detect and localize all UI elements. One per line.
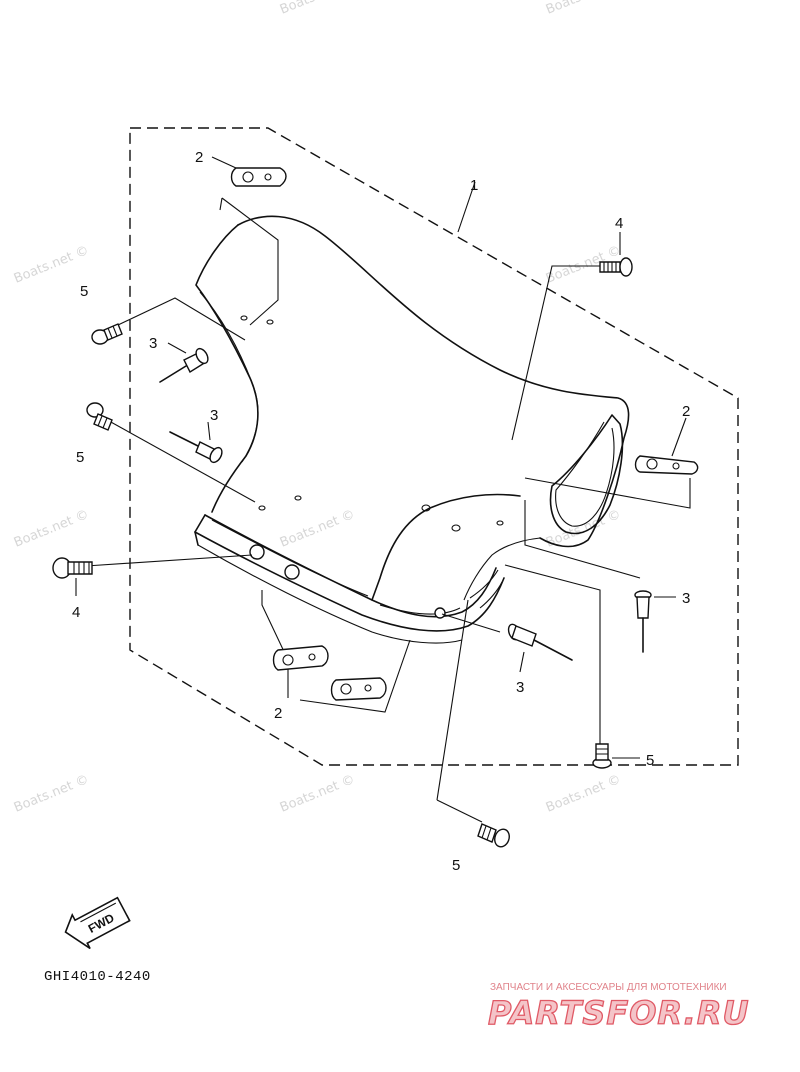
watermark: Boats.net ©: [12, 243, 91, 287]
rivet-right: [634, 590, 652, 653]
drawing-id: GHI4010-4240: [44, 969, 151, 985]
rivet-mid-left: [169, 431, 223, 464]
brand-watermark: ЗАПЧАСТИ И АКСЕССУАРЫ ДЛЯ МОТОТЕХНИКИ PA…: [487, 982, 749, 1033]
assembly-boundary: [129, 127, 739, 766]
watermark: Boats.net ©: [544, 772, 623, 816]
fastener-parts: [52, 167, 699, 848]
leader-lines: [75, 156, 691, 823]
fwd-arrow-icon: FWD: [64, 896, 131, 950]
watermarks: Boats.net © Boats.net © Boats.net © Boat…: [12, 0, 623, 816]
brand-tagline: ЗАПЧАСТИ И АКСЕССУАРЫ ДЛЯ МОТОТЕХНИКИ: [490, 982, 727, 993]
rivet-top-left: [159, 347, 209, 383]
screw-top-left: [91, 323, 123, 345]
callout-2-right: 2: [682, 403, 690, 420]
callout-3-mid-left: 3: [210, 407, 218, 424]
watermark: Boats.net ©: [278, 507, 357, 551]
callout-2-top: 2: [195, 149, 203, 166]
callout-4-left: 4: [72, 604, 80, 621]
callout-5-mid-left: 5: [76, 449, 84, 466]
callouts: 1 2 4 5 3 3 2 5 3 4 3 2 5 5: [72, 149, 690, 874]
plate-nut-bottom-right: [330, 677, 387, 701]
bolt-top-right: [599, 257, 633, 277]
plate-nut-right: [634, 455, 699, 475]
callout-5-bottom: 5: [452, 857, 460, 874]
callout-3-top-left: 3: [149, 335, 157, 352]
callout-5-bottom-right: 5: [646, 752, 654, 769]
callout-3-right: 3: [682, 590, 690, 607]
watermark: Boats.net ©: [12, 772, 91, 816]
watermark: Boats.net ©: [12, 507, 91, 551]
plate-nut-top: [230, 167, 287, 187]
callout-5-top-left: 5: [80, 283, 88, 300]
brand-logo: PARTSFOR.RU: [488, 994, 749, 1032]
cover-part-1: [194, 215, 630, 644]
plate-nut-bottom-left: [272, 645, 329, 671]
callout-3-bottom-right: 3: [516, 679, 524, 696]
watermark: Boats.net ©: [544, 0, 623, 18]
callout-4-top-right: 4: [615, 215, 623, 232]
callout-1: 1: [470, 177, 478, 194]
watermark: Boats.net ©: [278, 0, 357, 18]
screw-mid-left: [86, 402, 113, 431]
bolt-left: [52, 557, 93, 579]
callout-2-bottom: 2: [274, 705, 282, 722]
screw-bottom: [477, 823, 510, 848]
watermark: Boats.net ©: [278, 772, 357, 816]
rivet-bottom-right: [507, 623, 573, 661]
screw-bottom-right: [592, 743, 612, 769]
